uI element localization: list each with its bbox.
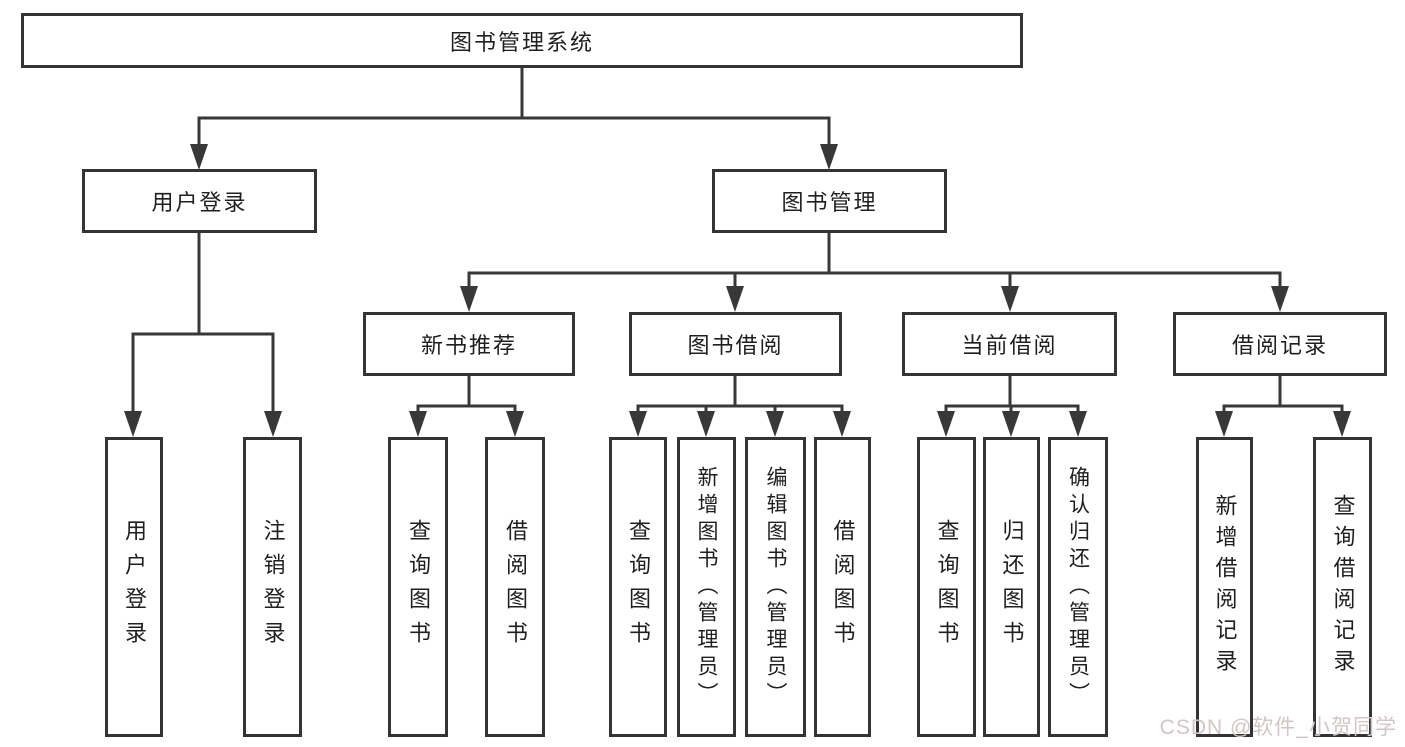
node-book-management: 图书管理: [712, 169, 947, 233]
node-current-borrow: 当前借阅: [902, 312, 1117, 376]
leaf-add-borrow-record-label: 新增借阅记录: [1212, 494, 1238, 680]
leaf-return-books: 归还图书: [983, 437, 1040, 737]
leaf-recommend-borrow-books-label: 借阅图书: [503, 519, 528, 655]
leaf-logout-label: 注销登录: [260, 519, 286, 655]
leaf-return-books-label: 归还图书: [999, 519, 1025, 655]
node-new-book-recommend: 新书推荐: [363, 312, 575, 376]
leaf-logout: 注销登录: [243, 437, 302, 737]
node-root-system: 图书管理系统: [21, 13, 1023, 68]
leaf-borrow-query-books: 查询图书: [609, 437, 667, 737]
leaf-recommend-query-books-label: 查询图书: [406, 519, 431, 655]
leaf-borrow-books: 借阅图书: [814, 437, 871, 737]
leaf-borrow-query-books-label: 查询图书: [626, 519, 651, 655]
leaf-add-borrow-record: 新增借阅记录: [1196, 437, 1253, 737]
leaf-recommend-query-books: 查询图书: [388, 437, 448, 737]
leaf-user-login: 用户登录: [105, 437, 163, 737]
leaf-query-borrow-record: 查询借阅记录: [1313, 437, 1372, 737]
leaf-edit-books-admin: 编辑图书（管理员）: [745, 437, 806, 737]
node-book-borrow: 图书借阅: [629, 312, 842, 376]
leaf-add-books-admin: 新增图书（管理员）: [677, 437, 736, 737]
leaf-recommend-borrow-books: 借阅图书: [485, 437, 545, 737]
csdn-watermark: CSDN @软件_小贺同学: [1159, 716, 1397, 739]
leaf-query-borrow-record-label: 查询借阅记录: [1330, 494, 1356, 680]
leaf-current-query-books: 查询图书: [917, 437, 976, 737]
leaf-current-query-books-label: 查询图书: [934, 519, 960, 655]
leaf-user-login-label: 用户登录: [122, 519, 147, 655]
leaf-edit-books-admin-label: 编辑图书（管理员）: [764, 465, 787, 709]
leaf-confirm-return-admin: 确认归还（管理员）: [1048, 437, 1108, 737]
node-borrow-records: 借阅记录: [1173, 312, 1387, 376]
leaf-add-books-admin-label: 新增图书（管理员）: [695, 465, 718, 709]
node-user-login: 用户登录: [82, 169, 317, 233]
leaf-borrow-books-label: 借阅图书: [830, 519, 856, 655]
leaf-confirm-return-admin-label: 确认归还（管理员）: [1066, 465, 1090, 709]
